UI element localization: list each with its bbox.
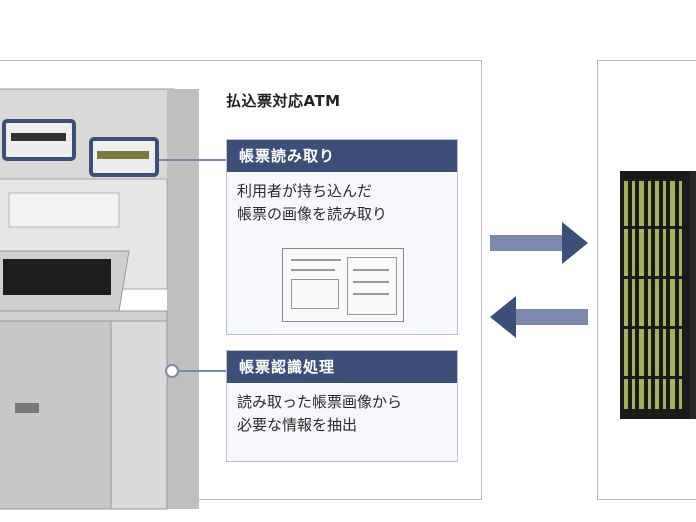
atm-lower-front (0, 320, 112, 510)
callout-form-recognition: 帳票認識処理 読み取った帳票画像から 必要な情報を抽出 (226, 350, 458, 462)
callout-form-reading-body: 利用者が持ち込んだ 帳票の画像を読み取り (227, 172, 457, 234)
server-rack-dividers (620, 226, 690, 379)
callout-form-recognition-body: 読み取った帳票画像から 必要な情報を抽出 (227, 383, 457, 445)
payment-slip-thumbnail (282, 248, 404, 322)
callout-form-recognition-header: 帳票認識処理 (227, 351, 457, 383)
atm-lower-door (110, 320, 168, 510)
atm-top-side (167, 89, 199, 509)
card-slot (11, 133, 66, 141)
callout-form-recognition-line-2: 必要な情報を抽出 (237, 416, 358, 434)
server-panel (597, 60, 696, 500)
callout-form-reading: 帳票読み取り 利用者が持ち込んだ 帳票の画像を読み取り (226, 139, 458, 335)
callout-form-recognition-line-1: 読み取った帳票画像から (237, 393, 403, 411)
form-slot (97, 151, 149, 159)
connector-dot-recognize (165, 364, 179, 378)
server-rack-side (690, 171, 696, 419)
server-rack-illustration (620, 171, 696, 419)
arrow-left-icon (490, 296, 588, 338)
atm-illustration (0, 88, 199, 510)
callout-form-reading-line-1: 利用者が持ち込んだ (237, 182, 373, 200)
connector-read (159, 159, 229, 161)
atm-screen (3, 259, 111, 295)
atm-title: 払込票対応ATM (226, 92, 341, 110)
callout-form-reading-line-2: 帳票の画像を読み取り (237, 205, 388, 223)
atm-receipt-slot (15, 403, 39, 413)
server-rack-stripes (624, 181, 682, 409)
connector-recognize (179, 370, 229, 372)
arrow-right-icon (490, 222, 588, 264)
atm-panel-plate (8, 192, 120, 228)
callout-form-reading-header: 帳票読み取り (227, 140, 457, 172)
